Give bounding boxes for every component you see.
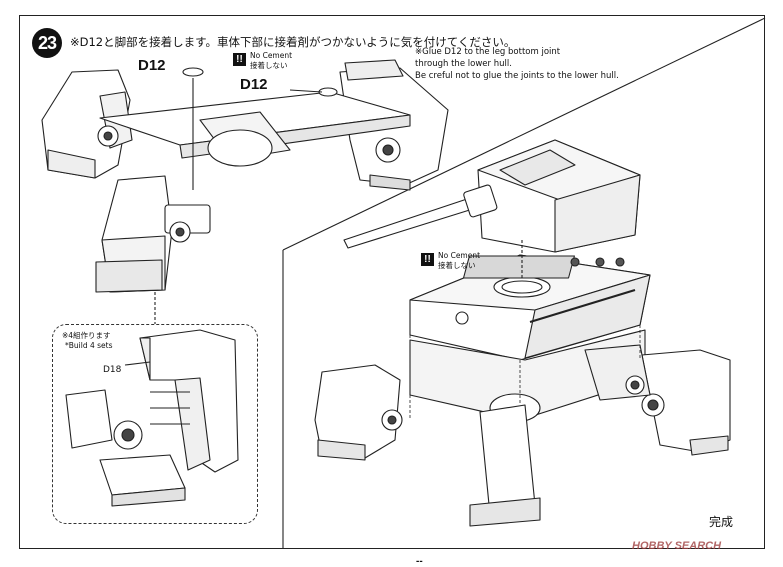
watermark-logo: HOBBY SEARCH <box>632 540 722 552</box>
instruction-jp: ※D12と脚部を接着します。車体下部に接着剤がつかないように気を付けてください。 <box>70 35 516 49</box>
part-label-d18: D18 <box>103 365 122 375</box>
part-label-d12-b: D12 <box>240 76 268 93</box>
part-label-d12-a: D12 <box>138 57 166 74</box>
inset-note-jp: ※4組作ります <box>62 331 111 340</box>
step-number-badge: 23 <box>32 28 62 58</box>
no-cement-label-jp-2: 接着しない <box>438 261 476 270</box>
no-cement-icon-2: !! <box>421 253 434 266</box>
instruction-en-line3: Be creful not to glue the joints to the … <box>415 71 619 81</box>
no-cement-label-en: No Cement <box>250 51 293 60</box>
inset-note-en: *Build 4 sets <box>65 341 113 350</box>
no-cement-icon: !! <box>233 53 246 66</box>
instruction-en-line1: ※Glue D12 to the leg bottom joint <box>415 47 561 57</box>
instruction-frame <box>19 15 765 549</box>
no-cement-label-jp: 接着しない <box>250 61 288 70</box>
sub-assembly-inset <box>52 324 258 524</box>
complete-label: 完成 <box>709 515 734 529</box>
instruction-en-line2: through the lower hull. <box>415 59 512 69</box>
footer-mark: -- <box>416 556 423 567</box>
no-cement-label-en-2: No Cement <box>438 251 481 260</box>
